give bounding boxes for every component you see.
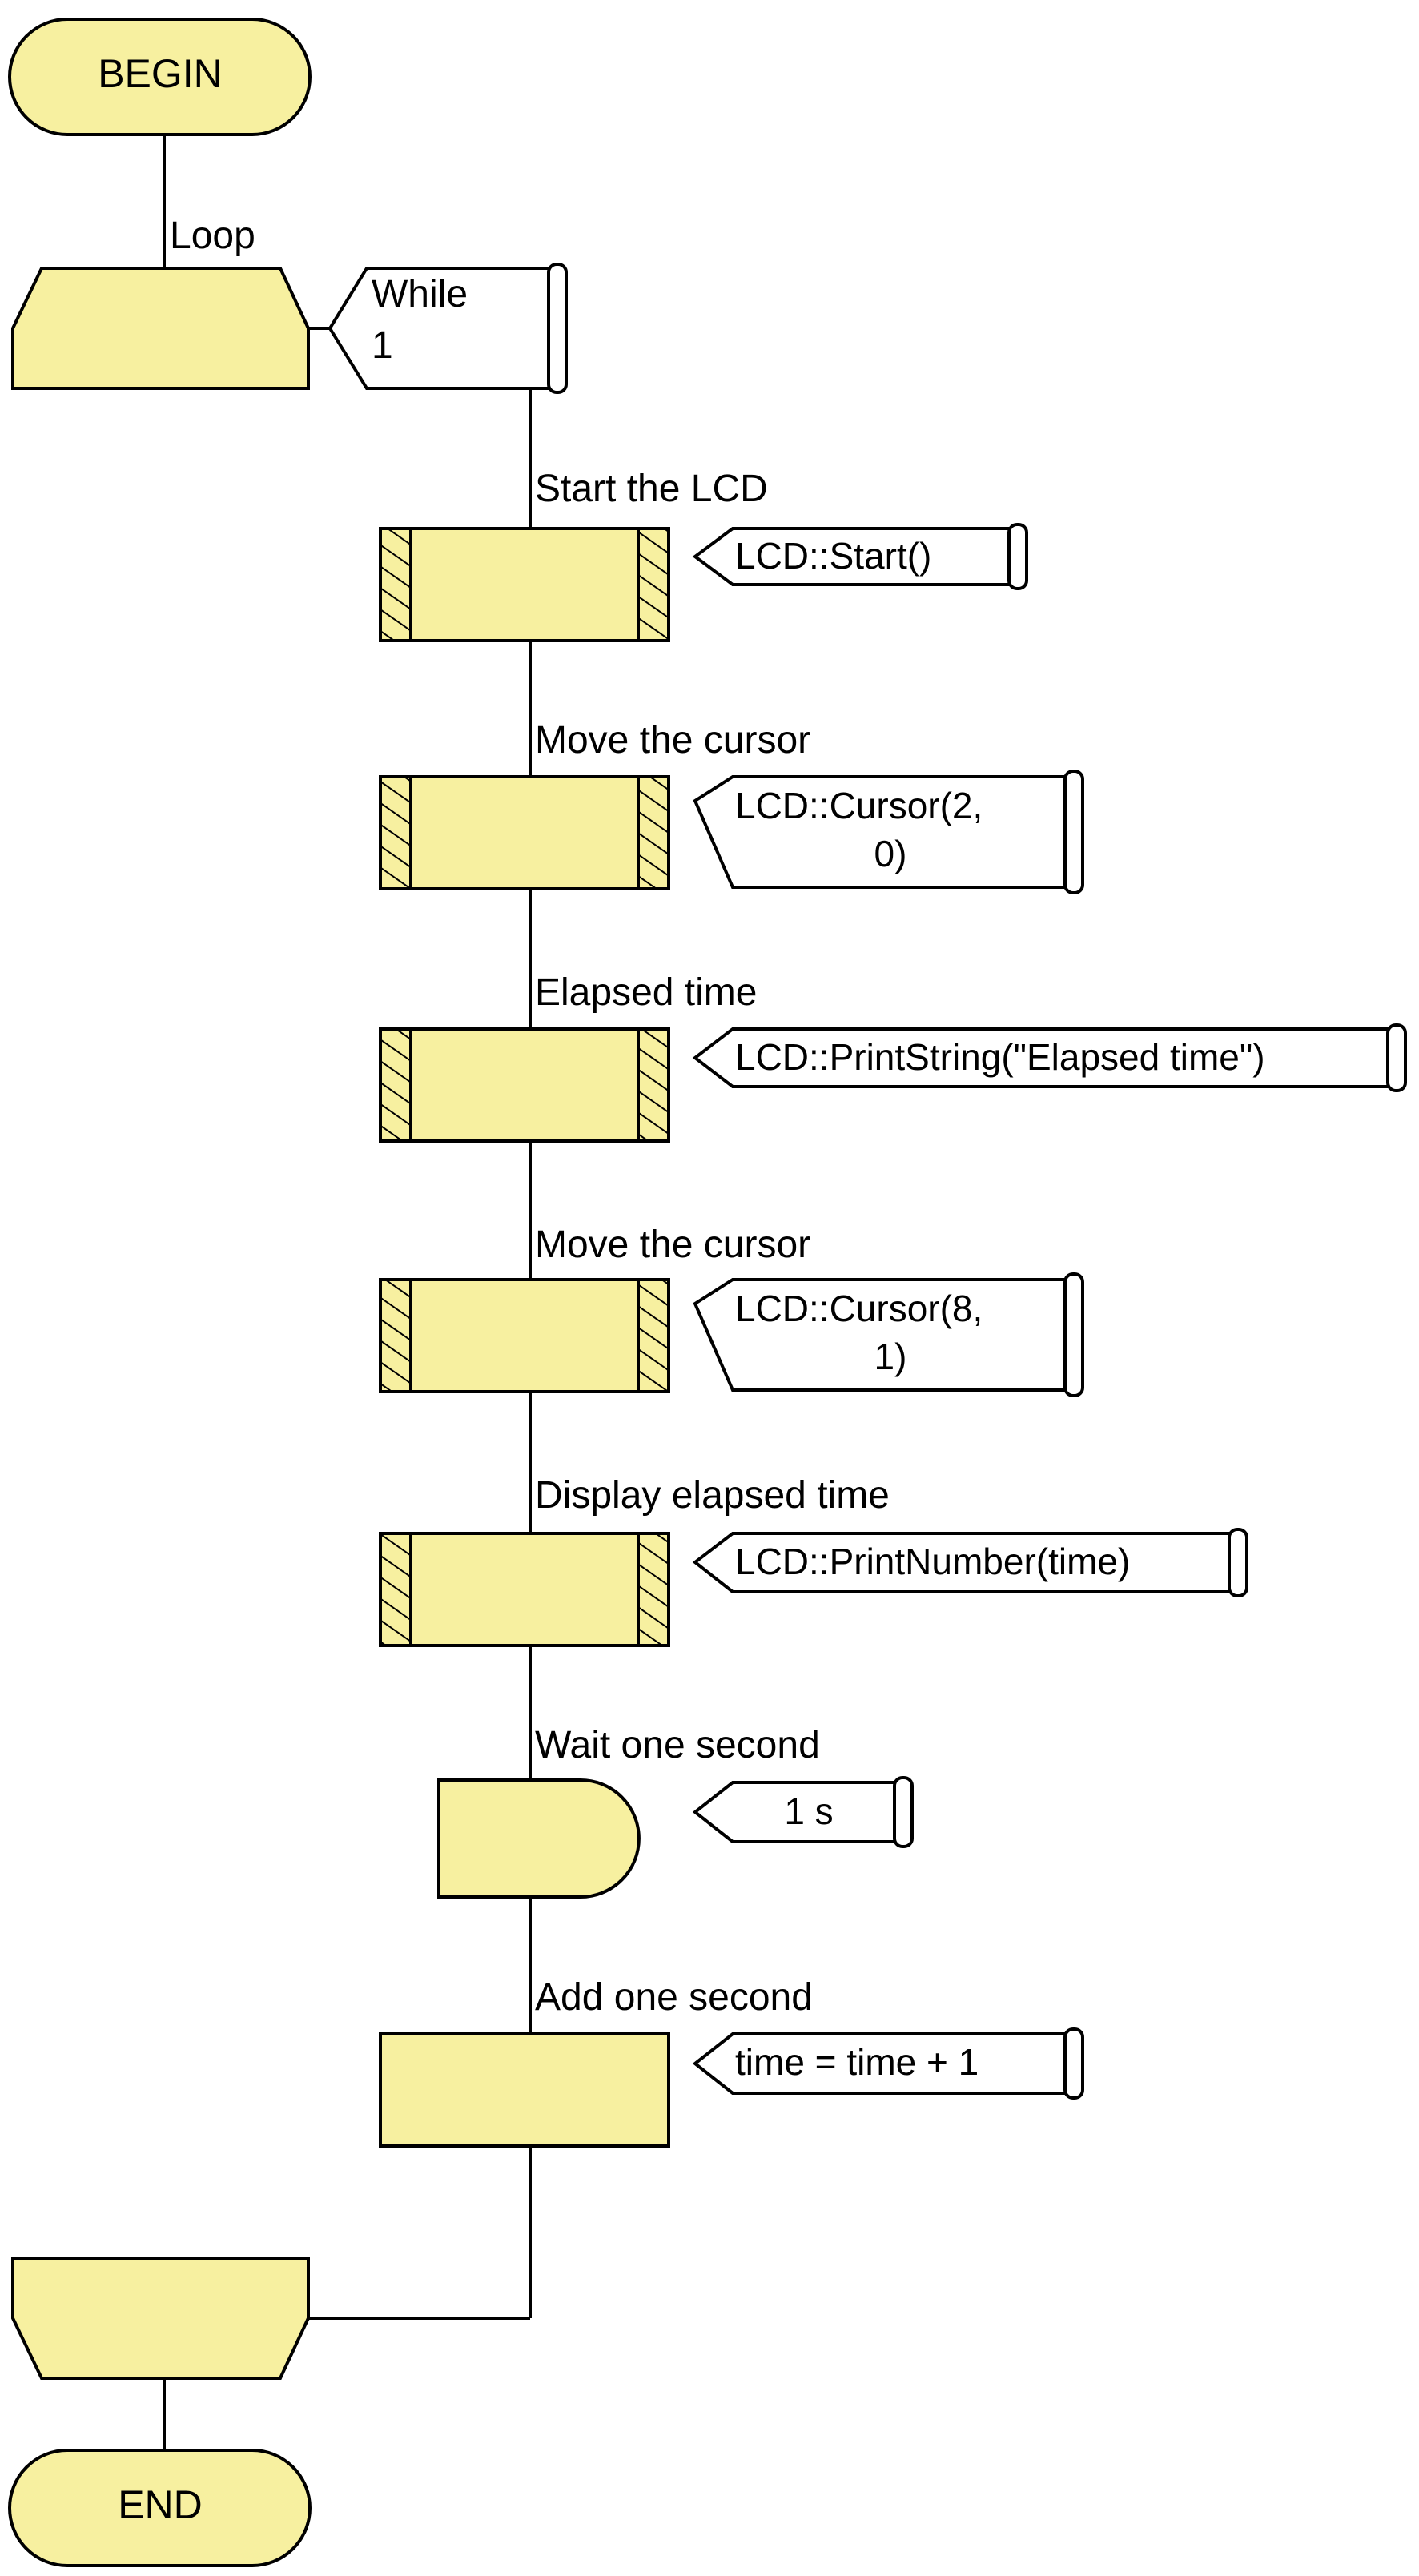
step-move-cursor-1-code-tag: LCD::Cursor(2, 0) (693, 770, 1084, 894)
step-move-cursor-1[interactable]: Move the cursor (379, 719, 810, 890)
code-text: LCD::Start() (735, 535, 931, 577)
loop-start[interactable]: Loop (11, 215, 310, 390)
end-terminal[interactable]: END (8, 2449, 312, 2567)
step-elapsed-time-code-tag: LCD::PrintString("Elapsed time") (692, 1023, 1407, 1092)
step-add-one-second[interactable]: Add one second (379, 1976, 813, 2148)
step-label: Move the cursor (535, 719, 810, 762)
code-text: time = time + 1 (735, 2041, 979, 2083)
step-label: Elapsed time (535, 971, 757, 1014)
loop-condition-tag: While 1 (328, 263, 568, 394)
code-text: LCD::PrintString("Elapsed time") (735, 1036, 1265, 1078)
step-start-lcd[interactable]: Start the LCD (379, 468, 768, 642)
step-display-elapsed-time[interactable]: Display elapsed time (379, 1474, 890, 1647)
code-text-line2: 0) (874, 833, 907, 874)
step-display-elapsed-time-code-tag: LCD::PrintNumber(time) (692, 1528, 1248, 1597)
code-text-line2: 1) (874, 1336, 907, 1377)
loop-label: Loop (170, 215, 255, 257)
step-label: Wait one second (535, 1724, 820, 1766)
code-text: 1 s (784, 1790, 833, 1832)
loop-end[interactable] (11, 2257, 310, 2380)
step-add-one-second-code-tag: time = time + 1 (692, 2027, 1084, 2100)
step-label: Start the LCD (535, 468, 768, 510)
step-label: Move the cursor (535, 1224, 810, 1266)
step-elapsed-time[interactable]: Elapsed time (379, 971, 757, 1143)
step-move-cursor-2-code-tag: LCD::Cursor(8, 1) (693, 1272, 1084, 1397)
code-text-line1: LCD::Cursor(8, (735, 1288, 983, 1329)
step-move-cursor-2[interactable]: Move the cursor (379, 1224, 810, 1393)
code-text-line1: LCD::Cursor(2, (735, 785, 983, 826)
step-label: Add one second (535, 1976, 813, 2019)
step-wait-one-second[interactable]: Wait one second (437, 1724, 820, 1899)
loop-condition-line2: 1 (372, 324, 393, 367)
begin-label: BEGIN (98, 51, 223, 96)
step-wait-one-second-code-tag: 1 s (692, 1776, 914, 1848)
begin-terminal[interactable]: BEGIN (8, 18, 312, 136)
end-label: END (118, 2482, 203, 2527)
step-start-lcd-code-tag: LCD::Start() (692, 523, 1028, 590)
code-text: LCD::PrintNumber(time) (735, 1541, 1130, 1582)
step-label: Display elapsed time (535, 1474, 890, 1517)
loop-condition-line1: While (372, 273, 468, 315)
